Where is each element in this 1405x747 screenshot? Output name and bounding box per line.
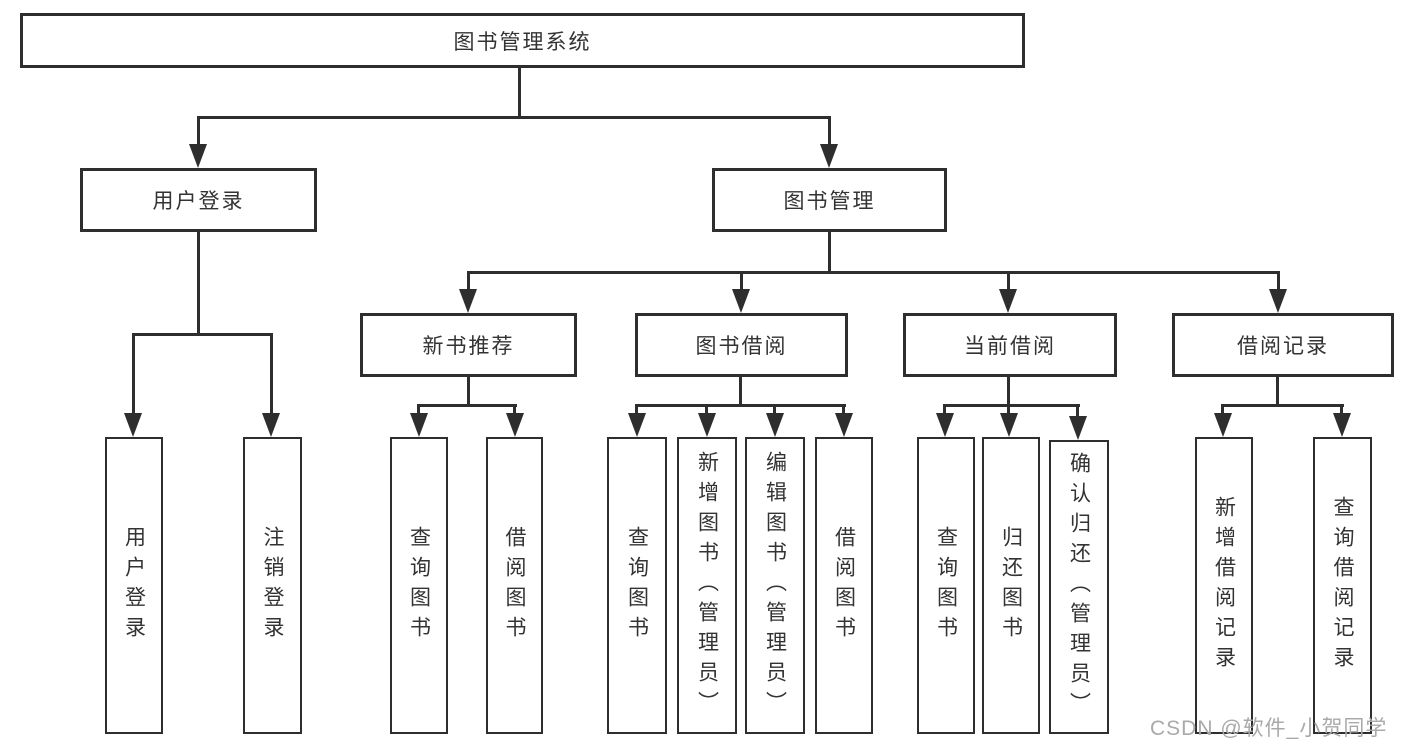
connector-bookmgmt-stub-2	[740, 271, 743, 291]
connector-br-split	[1221, 404, 1344, 407]
arrow-down-icon	[698, 413, 716, 437]
connector-bb-stub-4	[842, 404, 845, 416]
connector-nbr-stub-2	[513, 404, 516, 416]
connector-bookmgmt-split	[467, 271, 1280, 274]
connector-bb-stub-3	[773, 404, 776, 416]
leaf-bb-add-books-admin: 新增图书（管理员）	[677, 437, 737, 734]
arrow-down-icon	[999, 289, 1017, 313]
connector-nbr-stub-1	[417, 404, 420, 416]
connector-cb-stub-3	[1076, 404, 1079, 416]
connector-root-right-stub	[828, 116, 831, 147]
arrow-down-icon	[1269, 289, 1287, 313]
leaf-nbr-borrow-books: 借阅图书	[486, 437, 543, 734]
connector-bb-split	[635, 404, 846, 407]
connector-userlogin-stem	[197, 231, 200, 336]
connector-bookmgmt-stem	[828, 231, 831, 273]
arrow-down-icon	[506, 413, 524, 437]
connector-cb-stub-1	[943, 404, 946, 416]
leaf-cb-confirm-return-admin: 确认归还（管理员）	[1049, 440, 1109, 734]
leaf-br-query-record: 查询借阅记录	[1313, 437, 1372, 734]
arrow-down-icon	[1214, 413, 1232, 437]
connector-bb-stem	[739, 376, 742, 406]
leaf-nbr-query-books: 查询图书	[390, 437, 448, 734]
leaf-bb-edit-books-admin: 编辑图书（管理员）	[745, 437, 805, 734]
connector-userlogin-split	[132, 333, 273, 336]
connector-bb-stub-2	[705, 404, 708, 416]
arrow-down-icon	[835, 413, 853, 437]
leaf-cb-query-books: 查询图书	[917, 437, 975, 734]
arrow-down-icon	[124, 413, 142, 437]
connector-bookmgmt-stub-1	[467, 271, 470, 291]
arrow-down-icon	[628, 413, 646, 437]
connector-bookmgmt-stub-4	[1277, 271, 1280, 291]
arrow-down-icon	[1000, 413, 1018, 437]
arrow-down-icon	[1333, 413, 1351, 437]
connector-br-stub-2	[1340, 404, 1343, 416]
connector-userlogin-stub-1	[132, 333, 135, 417]
node-borrowing-records: 借阅记录	[1172, 313, 1394, 377]
arrow-down-icon	[262, 413, 280, 437]
leaf-user-login: 用户登录	[105, 437, 163, 734]
connector-cb-stem	[1007, 376, 1010, 406]
connector-root-stem	[518, 67, 521, 118]
connector-root-split	[197, 116, 831, 119]
connector-nbr-stem	[467, 376, 470, 406]
arrow-down-icon	[732, 289, 750, 313]
arrow-down-icon	[1069, 416, 1087, 440]
connector-br-stem	[1276, 376, 1279, 406]
arrow-down-icon	[936, 413, 954, 437]
leaf-bb-query-books: 查询图书	[607, 437, 667, 734]
arrow-down-icon	[410, 413, 428, 437]
node-user-login: 用户登录	[80, 168, 317, 232]
leaf-logout: 注销登录	[243, 437, 302, 734]
arrow-down-icon	[189, 144, 207, 168]
leaf-br-add-record: 新增借阅记录	[1195, 437, 1253, 734]
node-book-borrowing: 图书借阅	[635, 313, 848, 377]
arrow-down-icon	[820, 144, 838, 168]
connector-cb-split	[943, 404, 1080, 407]
arrow-down-icon	[766, 413, 784, 437]
connector-root-left-stub	[197, 116, 200, 147]
connector-bookmgmt-stub-3	[1007, 271, 1010, 291]
arrow-down-icon	[459, 289, 477, 313]
connector-br-stub-1	[1221, 404, 1224, 416]
node-new-book-recommendation: 新书推荐	[360, 313, 577, 377]
node-library-management-system: 图书管理系统	[20, 13, 1025, 68]
connector-userlogin-stub-2	[270, 333, 273, 417]
connector-bb-stub-1	[635, 404, 638, 416]
leaf-cb-return-books: 归还图书	[982, 437, 1040, 734]
node-book-management: 图书管理	[712, 168, 947, 232]
node-current-borrowing: 当前借阅	[903, 313, 1117, 377]
watermark: CSDN @软件_小贺同学	[1150, 717, 1388, 740]
leaf-bb-borrow-books: 借阅图书	[815, 437, 873, 734]
connector-nbr-split	[417, 404, 517, 407]
connector-cb-stub-2	[1007, 404, 1010, 416]
